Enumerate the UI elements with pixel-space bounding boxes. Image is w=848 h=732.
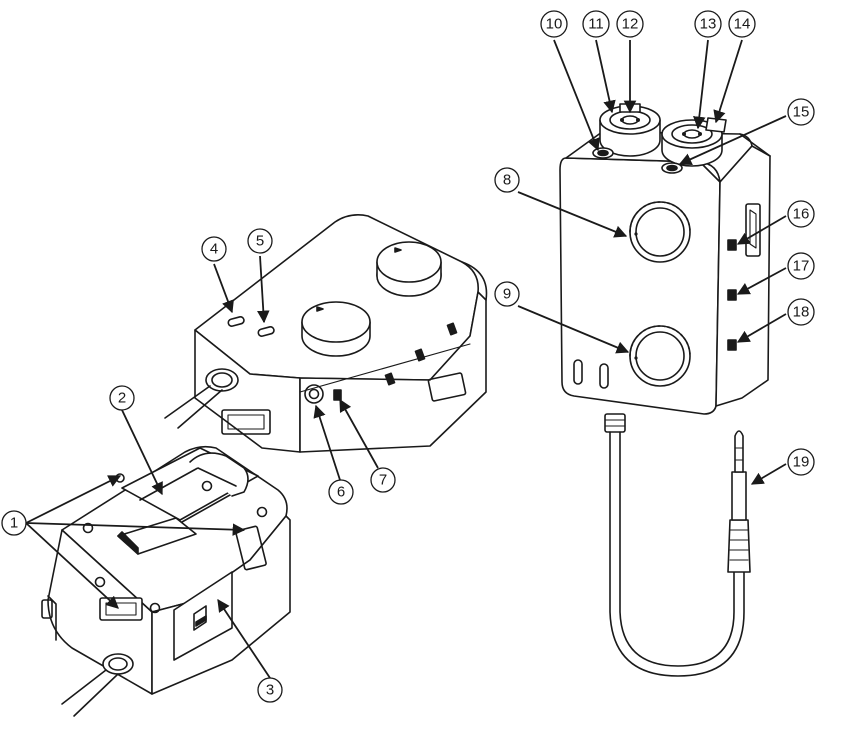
callout-4: 4 xyxy=(201,236,227,262)
callout-6: 6 xyxy=(328,479,354,505)
callout-14: 14 xyxy=(728,10,756,38)
callout-label: 8 xyxy=(503,172,511,189)
callout-label: 2 xyxy=(118,390,126,407)
callout-5: 5 xyxy=(247,228,273,254)
device-bottom-view xyxy=(41,445,291,717)
callout-label: 7 xyxy=(379,472,387,489)
callout-label: 17 xyxy=(793,258,810,275)
callout-label: 5 xyxy=(256,233,264,250)
callout-17: 17 xyxy=(787,252,815,280)
device-front-view xyxy=(559,103,771,677)
callout-label: 13 xyxy=(700,16,717,33)
callout-label: 16 xyxy=(793,206,810,223)
callout-label: 3 xyxy=(266,682,274,699)
callout-15: 15 xyxy=(787,98,815,126)
callout-label: 6 xyxy=(337,484,345,501)
callout-18: 18 xyxy=(787,298,815,326)
callout-12: 12 xyxy=(616,10,644,38)
callout-label: 18 xyxy=(793,304,810,321)
callout-19: 19 xyxy=(787,448,815,476)
callout-2: 2 xyxy=(109,385,135,411)
callout-label: 4 xyxy=(210,241,218,258)
callout-8: 8 xyxy=(494,167,520,193)
callout-label: 11 xyxy=(588,16,604,33)
callout-label: 14 xyxy=(734,16,751,33)
callout-label: 19 xyxy=(793,454,810,471)
callout-11: 11 xyxy=(582,10,610,38)
callout-10: 10 xyxy=(540,10,568,38)
callout-7: 7 xyxy=(370,467,396,493)
callout-16: 16 xyxy=(787,200,815,228)
callout-label: 10 xyxy=(546,16,563,33)
callout-9: 9 xyxy=(494,281,520,307)
callout-label: 15 xyxy=(793,104,810,121)
callout-1: 1 xyxy=(1,510,27,536)
callout-label: 12 xyxy=(622,16,639,33)
callouts: 1 2 3 4 5 6 7 8 9 10 11 12 13 14 15 16 1… xyxy=(1,10,815,703)
callout-label: 9 xyxy=(503,286,511,303)
callout-13: 13 xyxy=(694,10,722,38)
callout-label: 1 xyxy=(10,515,18,532)
leader-lines xyxy=(25,39,787,679)
callout-3: 3 xyxy=(257,677,283,703)
